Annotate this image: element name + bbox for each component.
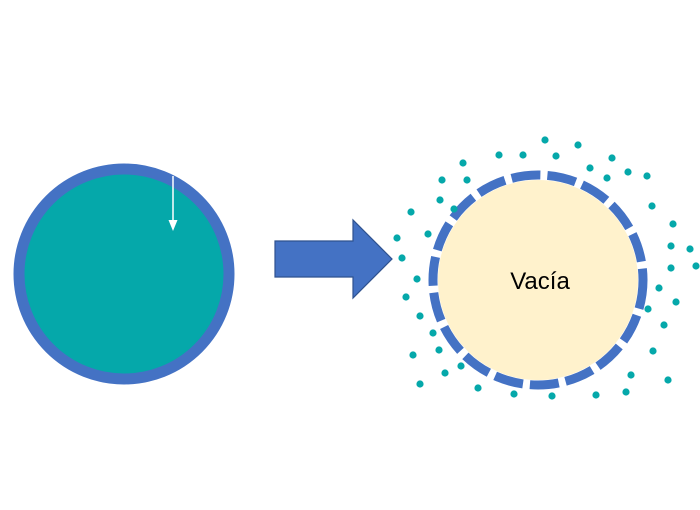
particle-dot: [627, 371, 635, 379]
particle-dot: [416, 380, 424, 388]
particle-dot: [660, 321, 668, 329]
full-cell: [13, 163, 235, 385]
particle-dot: [667, 264, 675, 272]
particle-dot: [664, 376, 672, 384]
particle-dot: [474, 384, 482, 392]
particle-dot: [441, 369, 449, 377]
particle-dot: [686, 245, 694, 253]
particle-dot: [592, 391, 600, 399]
particle-dot: [649, 347, 657, 355]
particle-dot: [622, 388, 630, 396]
particle-dot: [438, 176, 446, 184]
particle-dot: [459, 159, 467, 167]
particle-dot: [393, 234, 401, 242]
particle-dot: [450, 205, 458, 213]
empty-cell-label: Vacía: [510, 268, 570, 295]
full-cell-body: [13, 163, 235, 385]
particle-dot: [672, 298, 680, 306]
particle-dot: [608, 154, 616, 162]
particle-dot: [692, 262, 700, 270]
particle-dot: [429, 329, 437, 337]
particle-dot: [655, 284, 663, 292]
broken-membrane: [428, 170, 648, 390]
particle-dot: [574, 141, 582, 149]
right-arrow-icon: [274, 218, 393, 300]
particle-dot: [402, 293, 410, 301]
particle-dot: [644, 305, 652, 313]
inner-down-arrow-icon: [168, 176, 178, 231]
particle-dot: [643, 172, 651, 180]
particle-dot: [407, 208, 415, 216]
particle-dot: [463, 176, 471, 184]
particle-dot: [413, 275, 421, 283]
particle-dot: [416, 312, 424, 320]
particle-dot: [624, 168, 632, 176]
particle-dot: [510, 390, 518, 398]
particle-dot: [409, 351, 417, 359]
particle-dot: [669, 220, 677, 228]
particle-dot: [435, 346, 443, 354]
particle-dot: [519, 151, 527, 159]
particle-dot: [398, 254, 406, 262]
particle-dot: [667, 242, 675, 250]
particle-dot: [457, 362, 465, 370]
particle-dot: [541, 136, 549, 144]
particle-dot: [603, 174, 611, 182]
escaped-particles: [393, 136, 700, 400]
particle-dot: [552, 152, 560, 160]
empty-cell-body: [438, 180, 638, 380]
particle-dot: [548, 392, 556, 400]
empty-cell: Vacía: [428, 170, 648, 390]
particle-dot: [586, 164, 594, 172]
particle-dot: [436, 196, 444, 204]
particle-dot: [424, 230, 432, 238]
particle-dot: [648, 202, 656, 210]
particle-dot: [495, 151, 503, 159]
